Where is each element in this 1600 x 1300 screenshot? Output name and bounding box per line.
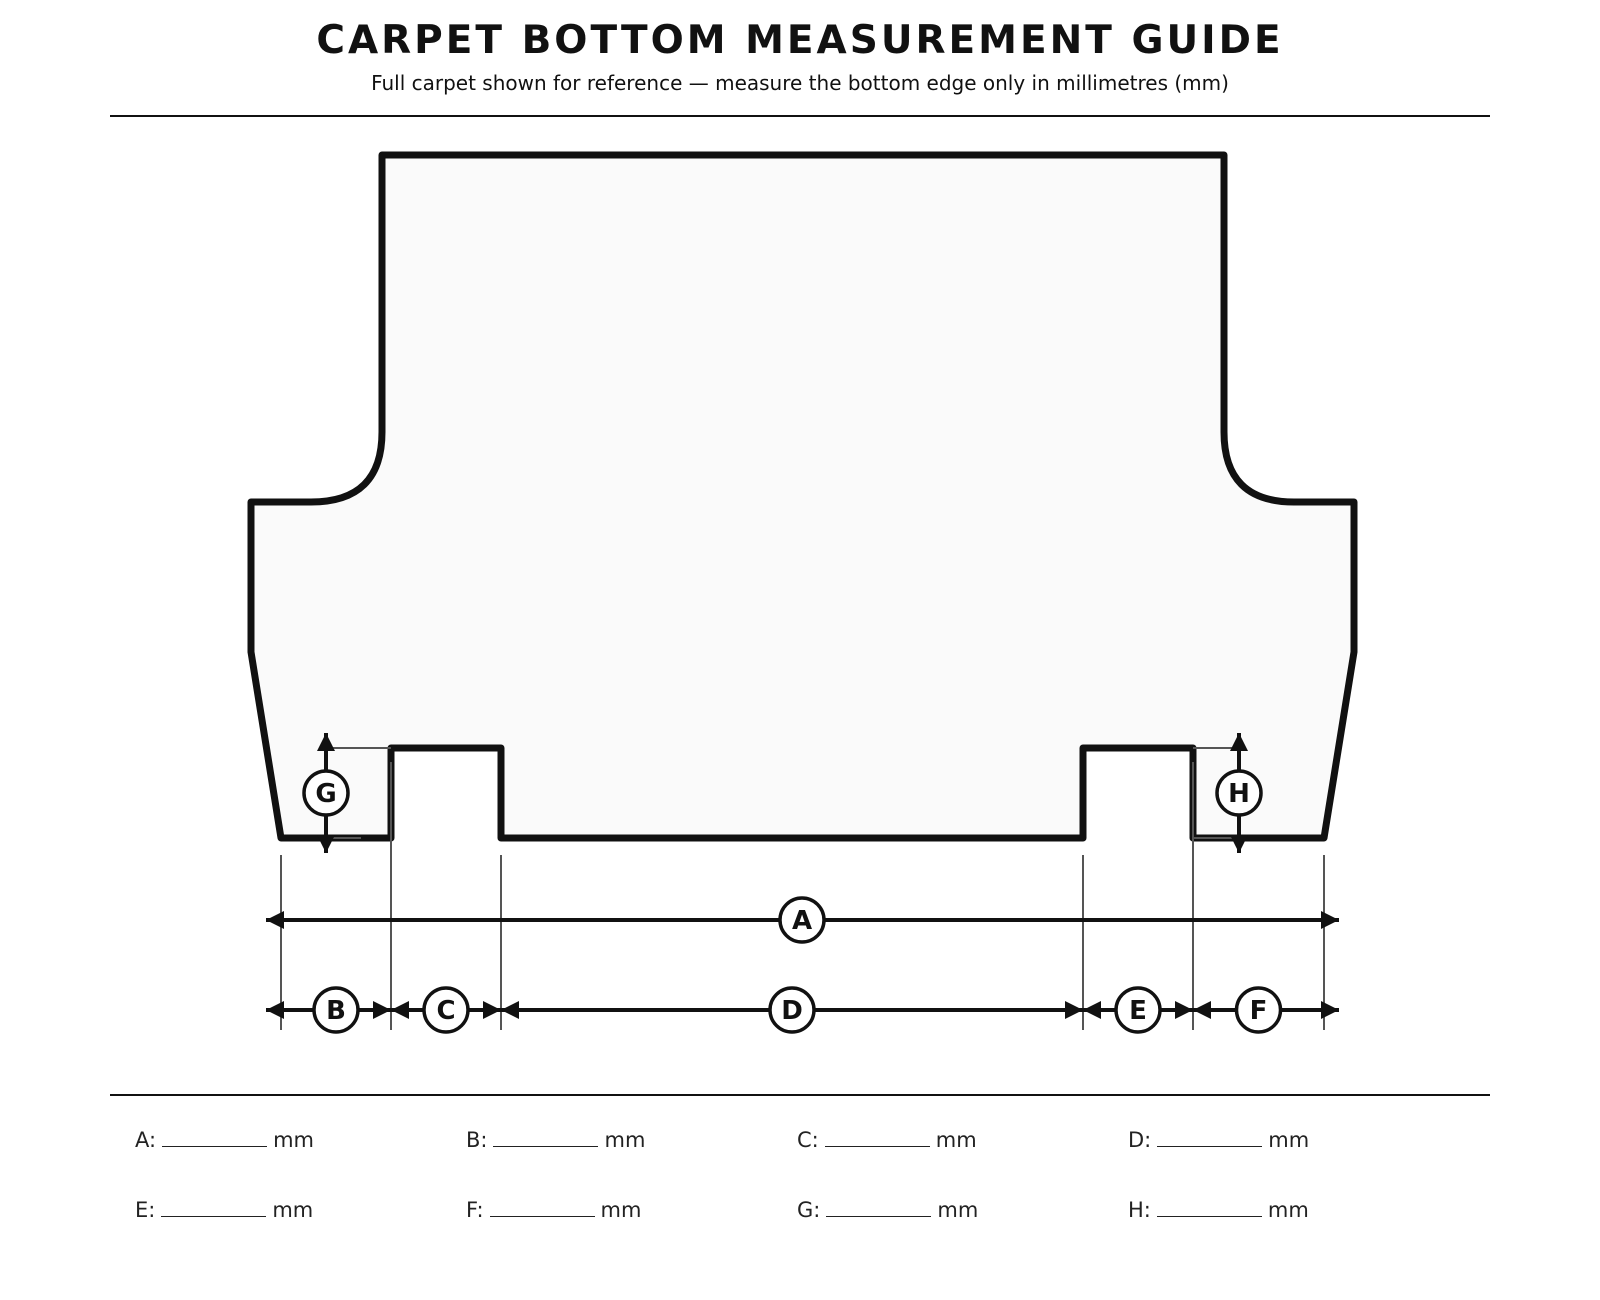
measurement-input-a[interactable] [162,1128,268,1147]
carpet-outline [247,151,1358,842]
field-label: F: [466,1198,484,1222]
field-unit: mm [1267,1198,1309,1222]
field-label: C: [797,1128,819,1152]
dimension-label-f: F [1250,996,1268,1026]
field-unit: mm [604,1128,646,1152]
field-c: C: mm [797,1128,977,1152]
field-label: D: [1128,1128,1152,1152]
field-unit: mm [937,1198,979,1222]
field-unit: mm [1268,1128,1310,1152]
top-divider [110,115,1490,117]
field-label: A: [135,1128,157,1152]
field-b: B: mm [466,1128,645,1152]
field-unit: mm [935,1128,977,1152]
field-f: F: mm [466,1198,641,1222]
measurement-input-c[interactable] [824,1128,930,1147]
dimension-label-c: C [436,996,455,1026]
measurement-input-g[interactable] [826,1198,932,1217]
label-circle-b [312,986,360,1034]
field-label: G: [797,1198,821,1222]
field-g: G: mm [797,1198,978,1222]
measurement-input-e[interactable] [161,1198,267,1217]
dimension-label-a: A [792,906,812,936]
extension-lines [280,747,1325,1030]
field-d: D: mm [1128,1128,1309,1152]
field-h: H: mm [1128,1198,1309,1222]
dimension-label-h: H [1228,779,1250,809]
field-unit: mm [273,1128,314,1152]
label-circle-c [422,986,470,1034]
field-a: A: mm [135,1128,314,1152]
field-unit: mm [272,1198,314,1222]
field-label: E: [135,1198,156,1222]
measurement-input-f[interactable] [489,1198,595,1217]
field-unit: mm [600,1198,642,1222]
dimension-label-b: B [326,996,346,1026]
field-label: H: [1128,1198,1151,1222]
dimension-label-d: D [781,996,803,1026]
measurement-form: A: mm B: mm C: mm D: mm E: mm F: mm G: mm H: mm [0,1090,1600,1250]
label-circle-f [1234,986,1283,1034]
measurement-input-h[interactable] [1156,1198,1262,1217]
page-subtitle: Full carpet shown for reference — measur… [371,71,1229,95]
dimension-label-g: G [315,779,336,809]
measurement-input-b[interactable] [493,1128,599,1147]
page-title: CARPET BOTTOM MEASUREMENT GUIDE [316,18,1284,63]
label-circle-d [768,986,816,1034]
bottom-divider [110,1094,1490,1096]
dimension-lines: A B C D E F G H [266,733,1339,1034]
measurement-input-d[interactable] [1157,1128,1263,1147]
label-circle-h [1215,769,1263,817]
label-circle-e [1114,986,1162,1034]
field-label: B: [466,1128,488,1152]
dimension-label-e: E [1129,996,1147,1026]
label-circle-a [778,896,826,944]
label-circle-g [302,769,350,817]
field-e: E: mm [135,1198,313,1222]
